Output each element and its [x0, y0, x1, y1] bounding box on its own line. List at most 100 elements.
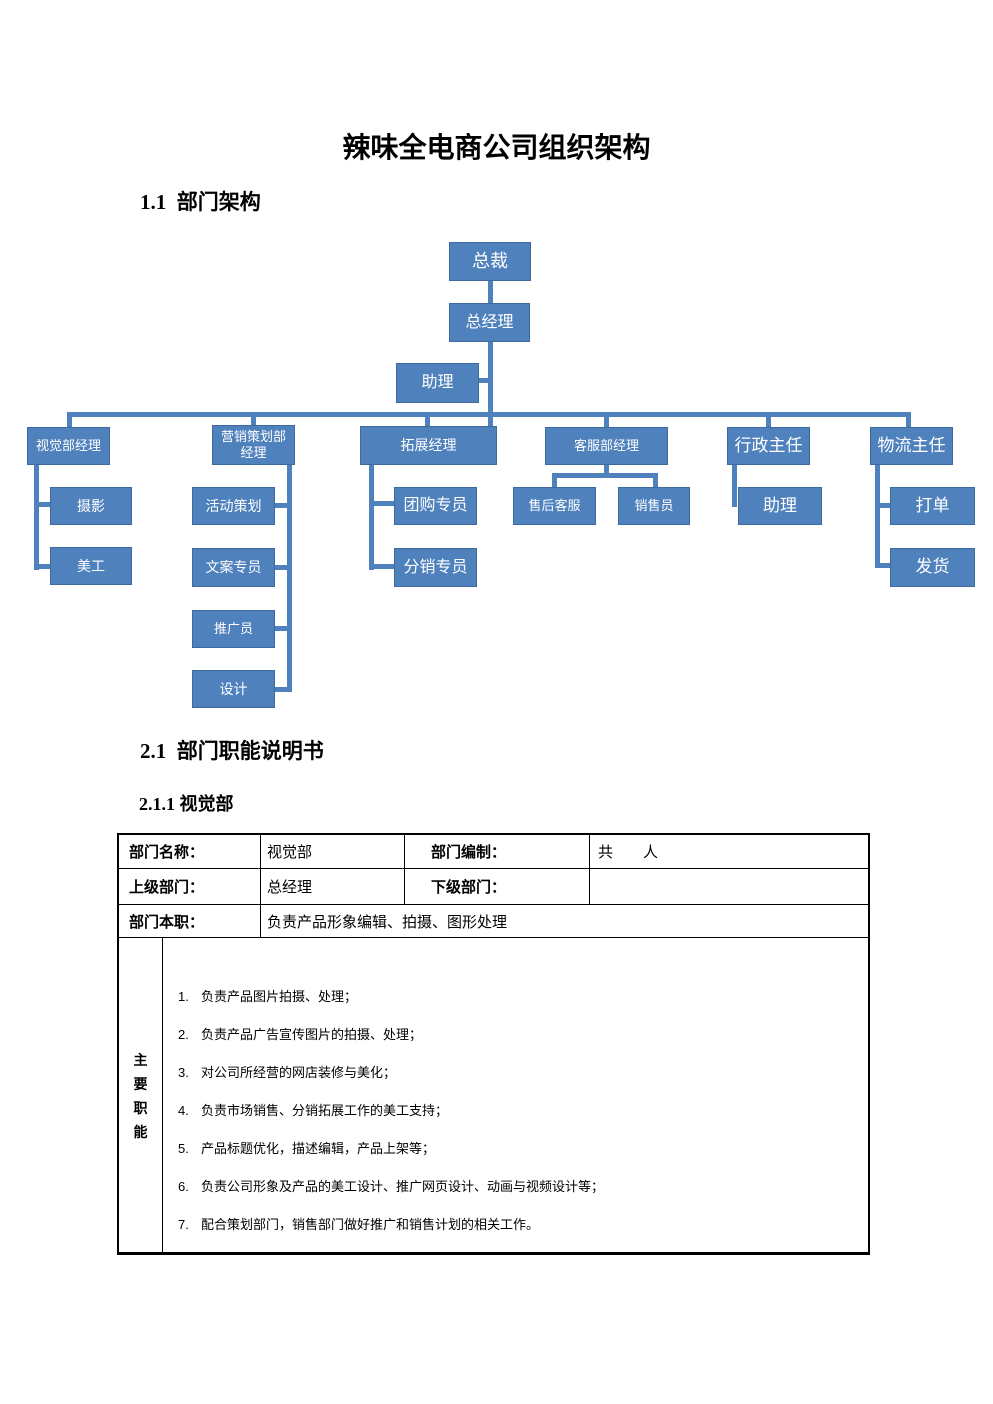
org-chart: 总裁 总经理 助理 视觉部经理 营销策划部 经理 拓展经理 客服部经理 行政主任… [27, 242, 975, 708]
list-item-number: 7. [178, 1217, 189, 1232]
table-row: 上级部门： 总经理 下级部门： [119, 869, 868, 905]
list-item-text: 负责产品图片拍摄、处理； [201, 989, 358, 1004]
org-node-label: 美工 [77, 557, 105, 574]
list-item-number: 2. [178, 1027, 189, 1042]
org-node-label: 活动策划 [205, 497, 262, 514]
org-node-promoter: 推广员 [192, 610, 275, 648]
list-item-number: 6. [178, 1179, 189, 1194]
connector-logistics-stub-2 [880, 563, 890, 568]
superior-dept-value: 总经理 [261, 869, 405, 904]
org-node-label: 售后客服 [528, 498, 581, 514]
org-node-label: 拓展经理 [400, 437, 457, 454]
org-node-label: 销售员 [634, 498, 674, 514]
dept-name-value: 视觉部 [261, 835, 405, 868]
connector-service-drop-right [653, 473, 658, 487]
connector-drop-admin [766, 417, 771, 427]
connector-expansion-vline [369, 465, 374, 570]
org-node-admin-assistant: 助理 [738, 487, 822, 525]
connector-marketing-stub-1 [275, 503, 287, 508]
org-node-label: 团购专员 [403, 497, 468, 515]
org-node-label: 分销专员 [403, 558, 468, 576]
connector-ceo-gm [488, 281, 493, 303]
org-node-event-planning: 活动策划 [192, 487, 275, 525]
heading-section-2-1-1: 2.1.1 视觉部 [139, 794, 234, 814]
org-node-label: 总裁 [472, 250, 508, 271]
org-node-label: 客服部经理 [573, 438, 639, 454]
heading-section-2-1: 2.1 部门职能说明书 [140, 739, 324, 763]
list-item: 3.对公司所经营的网店装修与美化； [171, 1064, 856, 1081]
connector-service-hbar [552, 473, 658, 478]
list-item: 6. 负责公司形象及产品的美工设计、推广网页设计、动画与视频设计等； [171, 1178, 856, 1195]
connector-admin-vline [732, 465, 737, 507]
connector-expansion-stub-1 [374, 501, 394, 506]
org-node-label: 文案专员 [205, 559, 262, 576]
connector-visual-stub-1 [39, 502, 50, 507]
org-node-artwork: 美工 [50, 547, 132, 585]
dept-headcount-label: 部门编制： [405, 835, 590, 868]
org-node-marketing-manager: 营销策划部 经理 [212, 425, 295, 465]
connector-marketing-stub-4 [275, 687, 287, 692]
org-node-service-manager: 客服部经理 [545, 427, 668, 465]
org-node-shipping: 发货 [890, 548, 975, 587]
connector-marketing-stub-2 [275, 565, 287, 570]
org-node-label: 助理 [421, 374, 454, 392]
connector-drop-logistics [906, 417, 911, 427]
document-title: 辣味全电商公司组织架构 [342, 133, 651, 164]
list-item: 7. 配合策划部门，销售部门做好推广和销售计划的相关工作。 [171, 1216, 856, 1233]
list-item-number: 3. [178, 1065, 189, 1080]
subordinate-dept-value [590, 869, 868, 904]
connector-assistant-stub [479, 378, 488, 383]
connector-drop-visual [67, 417, 72, 427]
org-node-label: 推广员 [213, 621, 253, 637]
org-node-salesperson: 销售员 [618, 487, 690, 525]
list-item: 5. 产品标题优化，描述编辑，产品上架等； [171, 1140, 856, 1157]
org-node-expansion-manager: 拓展经理 [360, 426, 497, 465]
org-node-label: 行政主任 [734, 435, 803, 455]
org-node-copywriter: 文案专员 [192, 548, 275, 587]
list-item-text: 负责公司形象及产品的美工设计、推广网页设计、动画与视频设计等； [201, 1179, 605, 1194]
org-node-order-printing: 打单 [890, 487, 975, 525]
list-item: 2. 负责产品广告宣传图片的拍摄、处理； [171, 1026, 856, 1043]
list-item: 1. 负责产品图片拍摄、处理； [171, 988, 856, 1005]
subordinate-dept-label: 下级部门： [405, 869, 590, 904]
table-row: 部门本职： 负责产品形象编辑、拍摄、图形处理 [119, 905, 868, 938]
connector-drop-marketing [251, 417, 256, 425]
connector-expansion-stub-2 [374, 564, 394, 569]
org-node-admin-director: 行政主任 [727, 427, 810, 465]
org-node-assistant: 助理 [396, 363, 479, 403]
org-node-label: 打单 [915, 495, 950, 515]
org-node-logistics-director: 物流主任 [870, 427, 953, 465]
org-node-label: 经理 [240, 445, 267, 460]
table-row: 部门名称： 视觉部 部门编制： 共 人 [119, 835, 868, 869]
org-node-label: 摄影 [77, 497, 105, 514]
org-node-distribution: 分销专员 [394, 548, 477, 587]
heading-section-1-1: 1.1 部门架构 [140, 190, 261, 214]
org-node-ceo: 总裁 [449, 242, 531, 281]
connector-visual-vline [34, 465, 39, 570]
dept-headcount-value: 共 人 [598, 844, 659, 861]
org-node-general-manager: 总经理 [449, 303, 530, 342]
org-node-after-sales: 售后客服 [513, 487, 596, 525]
connector-visual-stub-2 [39, 564, 50, 569]
list-item-number: 4. [178, 1103, 189, 1118]
main-duties-label: 主要职能 [133, 1052, 148, 1140]
main-duties-list: 1. 负责产品图片拍摄、处理； 2. 负责产品广告宣传图片的拍摄、处理； 3.对公司… [163, 938, 868, 1254]
list-item-number: 1. [178, 989, 189, 1004]
connector-drop-service [604, 417, 609, 427]
department-table: 部门名称： 视觉部 部门编制： 共 人 上级部门： 总经理 下级部门： 部门本职… [117, 833, 870, 1255]
org-node-label: 总经理 [465, 313, 514, 331]
list-item-number: 5. [178, 1141, 189, 1156]
list-item: 4.负责市场销售、分销拓展工作的美工支持； [171, 1102, 856, 1119]
list-item-text: 产品标题优化，描述编辑，产品上架等； [201, 1141, 436, 1156]
org-node-group-buying: 团购专员 [394, 487, 477, 525]
org-node-label: 设计 [219, 680, 248, 697]
table-row: 主要职能 1. 负责产品图片拍摄、处理； 2. 负责产品广告宣传图片的拍摄、处理； … [119, 938, 868, 1254]
list-item-text: 配合策划部门，销售部门做好推广和销售计划的相关工作。 [201, 1217, 540, 1232]
org-node-visual-manager: 视觉部经理 [27, 427, 110, 465]
connector-main-horizontal [67, 412, 911, 417]
dept-duty-label: 部门本职： [119, 905, 261, 937]
connector-marketing-vline [287, 465, 292, 692]
connector-drop-expansion [425, 417, 430, 426]
org-node-label: 视觉部经理 [35, 438, 101, 454]
list-item-text: 负责产品广告宣传图片的拍摄、处理； [201, 1027, 423, 1042]
